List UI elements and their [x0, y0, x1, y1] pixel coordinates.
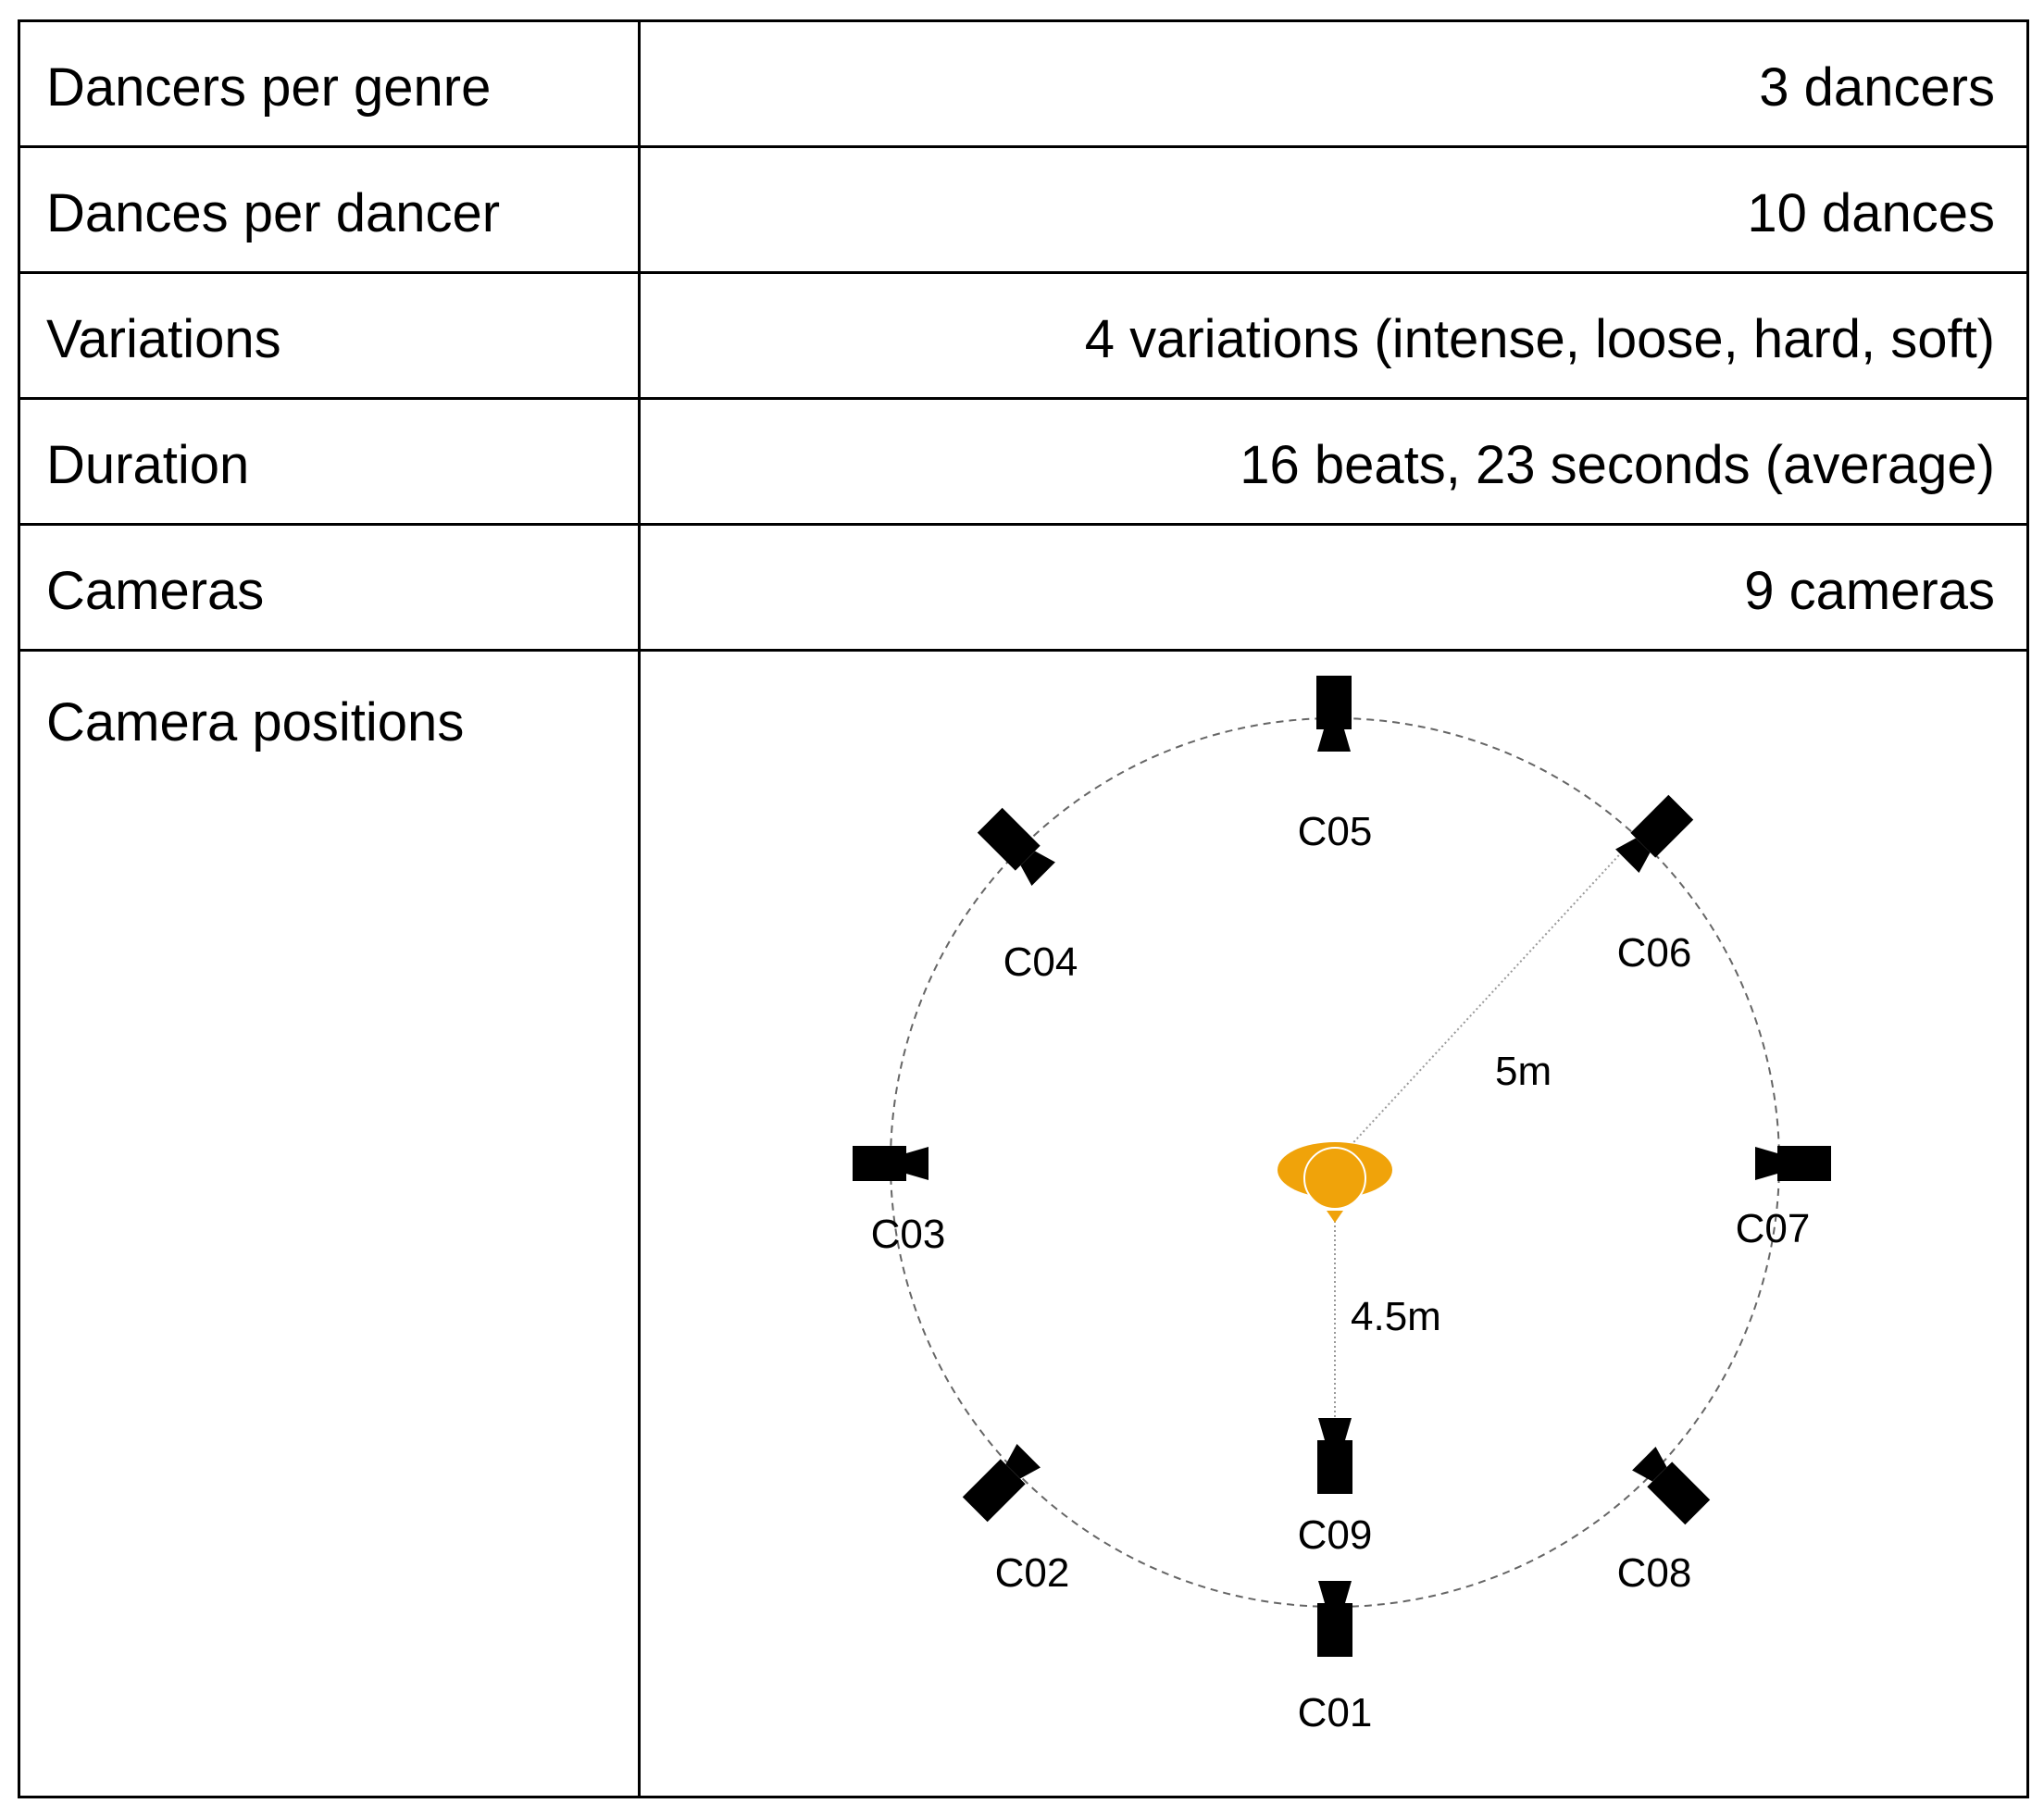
row-value: 4 variations (intense, loose, hard, soft…: [1084, 309, 1995, 369]
table-row-dances-per-dancer: Dances per dancer 10 dances: [20, 148, 2026, 274]
row-label: Duration: [46, 435, 250, 495]
inner-distance-label: 4.5m: [1351, 1294, 1441, 1339]
row-label: Camera positions: [46, 692, 465, 753]
table-row-camera-positions: Camera positions 5m 4.5m C0: [20, 652, 2026, 1796]
camera-label: C04: [1003, 939, 1078, 985]
table-row-dancers-per-genre: Dancers per genre 3 dancers: [20, 22, 2026, 148]
camera-c09-icon: [1317, 1418, 1352, 1494]
table-row-variations: Variations 4 variations (intense, loose,…: [20, 274, 2026, 400]
table-row-cameras: Cameras 9 cameras: [20, 526, 2026, 652]
row-label: Variations: [46, 309, 281, 369]
row-label: Dancers per genre: [46, 57, 492, 118]
camera-c05-icon: [1316, 676, 1352, 752]
camera-label: C03: [871, 1212, 946, 1257]
cameras-group: [853, 676, 1831, 1657]
camera-label: C02: [995, 1550, 1070, 1596]
camera-label: C08: [1617, 1550, 1692, 1596]
camera-c02-icon: [962, 1444, 1041, 1523]
camera-c07-icon: [1755, 1146, 1831, 1181]
camera-c08-icon: [1632, 1447, 1711, 1525]
camera-c04-icon: [977, 807, 1055, 886]
dancer-icon: [1278, 1142, 1392, 1223]
column-divider: [638, 22, 641, 1796]
row-value: 16 beats, 23 seconds (average): [1240, 435, 1995, 495]
radius-label: 5m: [1495, 1049, 1552, 1094]
camera-label: C07: [1736, 1206, 1811, 1251]
row-label: Cameras: [46, 561, 265, 621]
camera-c03-icon: [853, 1146, 929, 1181]
row-value: 3 dancers: [1759, 57, 1995, 118]
row-label: Dances per dancer: [46, 183, 501, 243]
camera-label: C01: [1298, 1690, 1373, 1735]
camera-label: C05: [1298, 809, 1373, 854]
spec-table: Dancers per genre 3 dancers Dances per d…: [18, 19, 2029, 1798]
camera-label: C09: [1298, 1512, 1373, 1558]
table-row-duration: Duration 16 beats, 23 seconds (average): [20, 400, 2026, 526]
camera-label: C06: [1617, 930, 1692, 976]
row-value: 9 cameras: [1744, 561, 1995, 621]
camera-c01-icon: [1317, 1581, 1352, 1657]
row-value: 10 dances: [1747, 183, 1995, 243]
radius-line: [1334, 845, 1628, 1163]
camera-c06-icon: [1615, 794, 1694, 873]
